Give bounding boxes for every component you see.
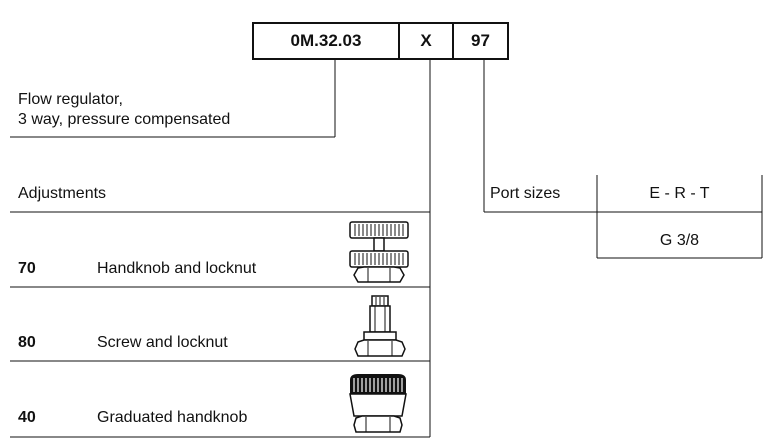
order-code-adjustment: X (398, 22, 454, 60)
option-label: Screw and locknut (97, 334, 228, 351)
order-code-base: 0M.32.03 (252, 22, 400, 60)
handknob-locknut-icon (349, 221, 409, 283)
graduated-handknob-icon (349, 374, 407, 433)
port-sizes-header: E - R - T (649, 185, 710, 202)
screw-locknut-icon (354, 295, 406, 357)
port-sizes-label: Port sizes (490, 185, 561, 202)
port-sizes-value: G 3/8 (659, 232, 700, 249)
option-code: 40 (18, 409, 36, 426)
product-name-line2: 3 way, pressure compensated (18, 111, 231, 128)
option-code: 80 (18, 334, 36, 351)
adjustments-heading: Adjustments (18, 185, 107, 202)
order-code-port: 97 (452, 22, 509, 60)
product-name-line1: Flow regulator, (18, 91, 123, 108)
option-label: Handknob and locknut (97, 260, 257, 277)
option-label: Graduated handknob (97, 409, 248, 426)
option-code: 70 (18, 260, 36, 277)
